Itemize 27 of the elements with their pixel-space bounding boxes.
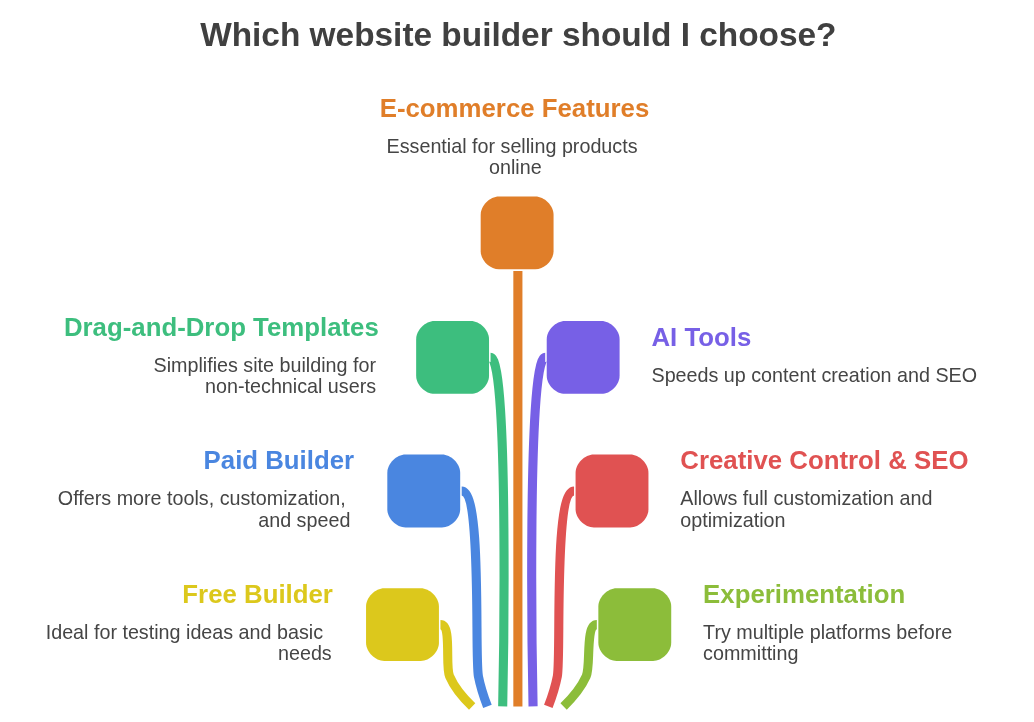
node-box — [546, 321, 620, 394]
node-label: Paid Builder — [203, 446, 354, 475]
node-box — [386, 454, 460, 528]
node-label: Free Builder — [181, 579, 333, 608]
connector — [486, 354, 509, 707]
connector — [438, 620, 475, 710]
node-box — [575, 454, 648, 528]
diagram-title: Which website builder should I choose? — [199, 15, 837, 53]
node-label: Drag-and-Drop Templates — [63, 312, 379, 341]
node-label: Try multiple platforms before committing — [702, 620, 952, 665]
node-label: Ideal for testing ideas and basic needs — [45, 620, 332, 665]
node-box — [365, 588, 439, 662]
connector — [543, 487, 577, 709]
connector — [512, 270, 522, 707]
node-label: Allows full customization and optimization — [679, 487, 932, 531]
node-label: Simplifies site building for non-technical users — [153, 353, 376, 397]
node-label: Creative Control & SEO — [679, 446, 968, 475]
node-label: Speeds up content creation and SEO — [650, 364, 977, 387]
node-label: E-commerce Features — [379, 93, 649, 122]
connector — [526, 354, 549, 707]
node-box — [480, 196, 554, 270]
node-label: Essential for selling products online — [386, 135, 638, 179]
node-box — [415, 321, 489, 394]
node-box — [597, 588, 671, 662]
node-label: AI Tools — [650, 323, 751, 352]
node-label: Offers more tools, customization, and speed — [57, 487, 350, 531]
node-label: Experimentation — [702, 579, 905, 608]
